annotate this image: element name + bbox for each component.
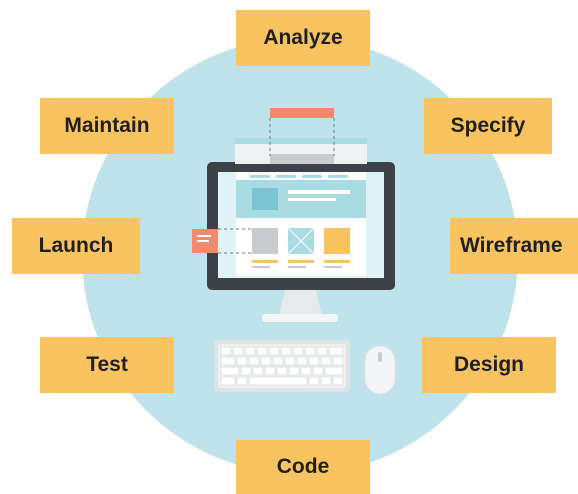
step-code: Code: [236, 440, 370, 494]
keyboard-icon: [214, 340, 350, 392]
step-label-code: Code: [276, 455, 330, 478]
step-label-test: Test: [86, 353, 128, 376]
step-maintain: Maintain: [40, 98, 174, 154]
step-label-wireframe: Wireframe: [460, 234, 563, 257]
step-design: Design: [422, 337, 556, 393]
step-test: Test: [40, 337, 174, 393]
step-label-analyze: Analyze: [263, 26, 343, 49]
monitor-icon: [192, 108, 395, 322]
step-label-design: Design: [453, 353, 524, 376]
step-specify: Specify: [424, 98, 552, 154]
step-wireframe: Wireframe: [450, 218, 578, 274]
mouse-icon: [364, 345, 396, 395]
step-label-specify: Specify: [450, 114, 526, 137]
step-analyze: Analyze: [236, 10, 370, 66]
step-label-maintain: Maintain: [64, 114, 150, 137]
step-label-launch: Launch: [38, 234, 114, 257]
step-launch: Launch: [12, 218, 140, 274]
